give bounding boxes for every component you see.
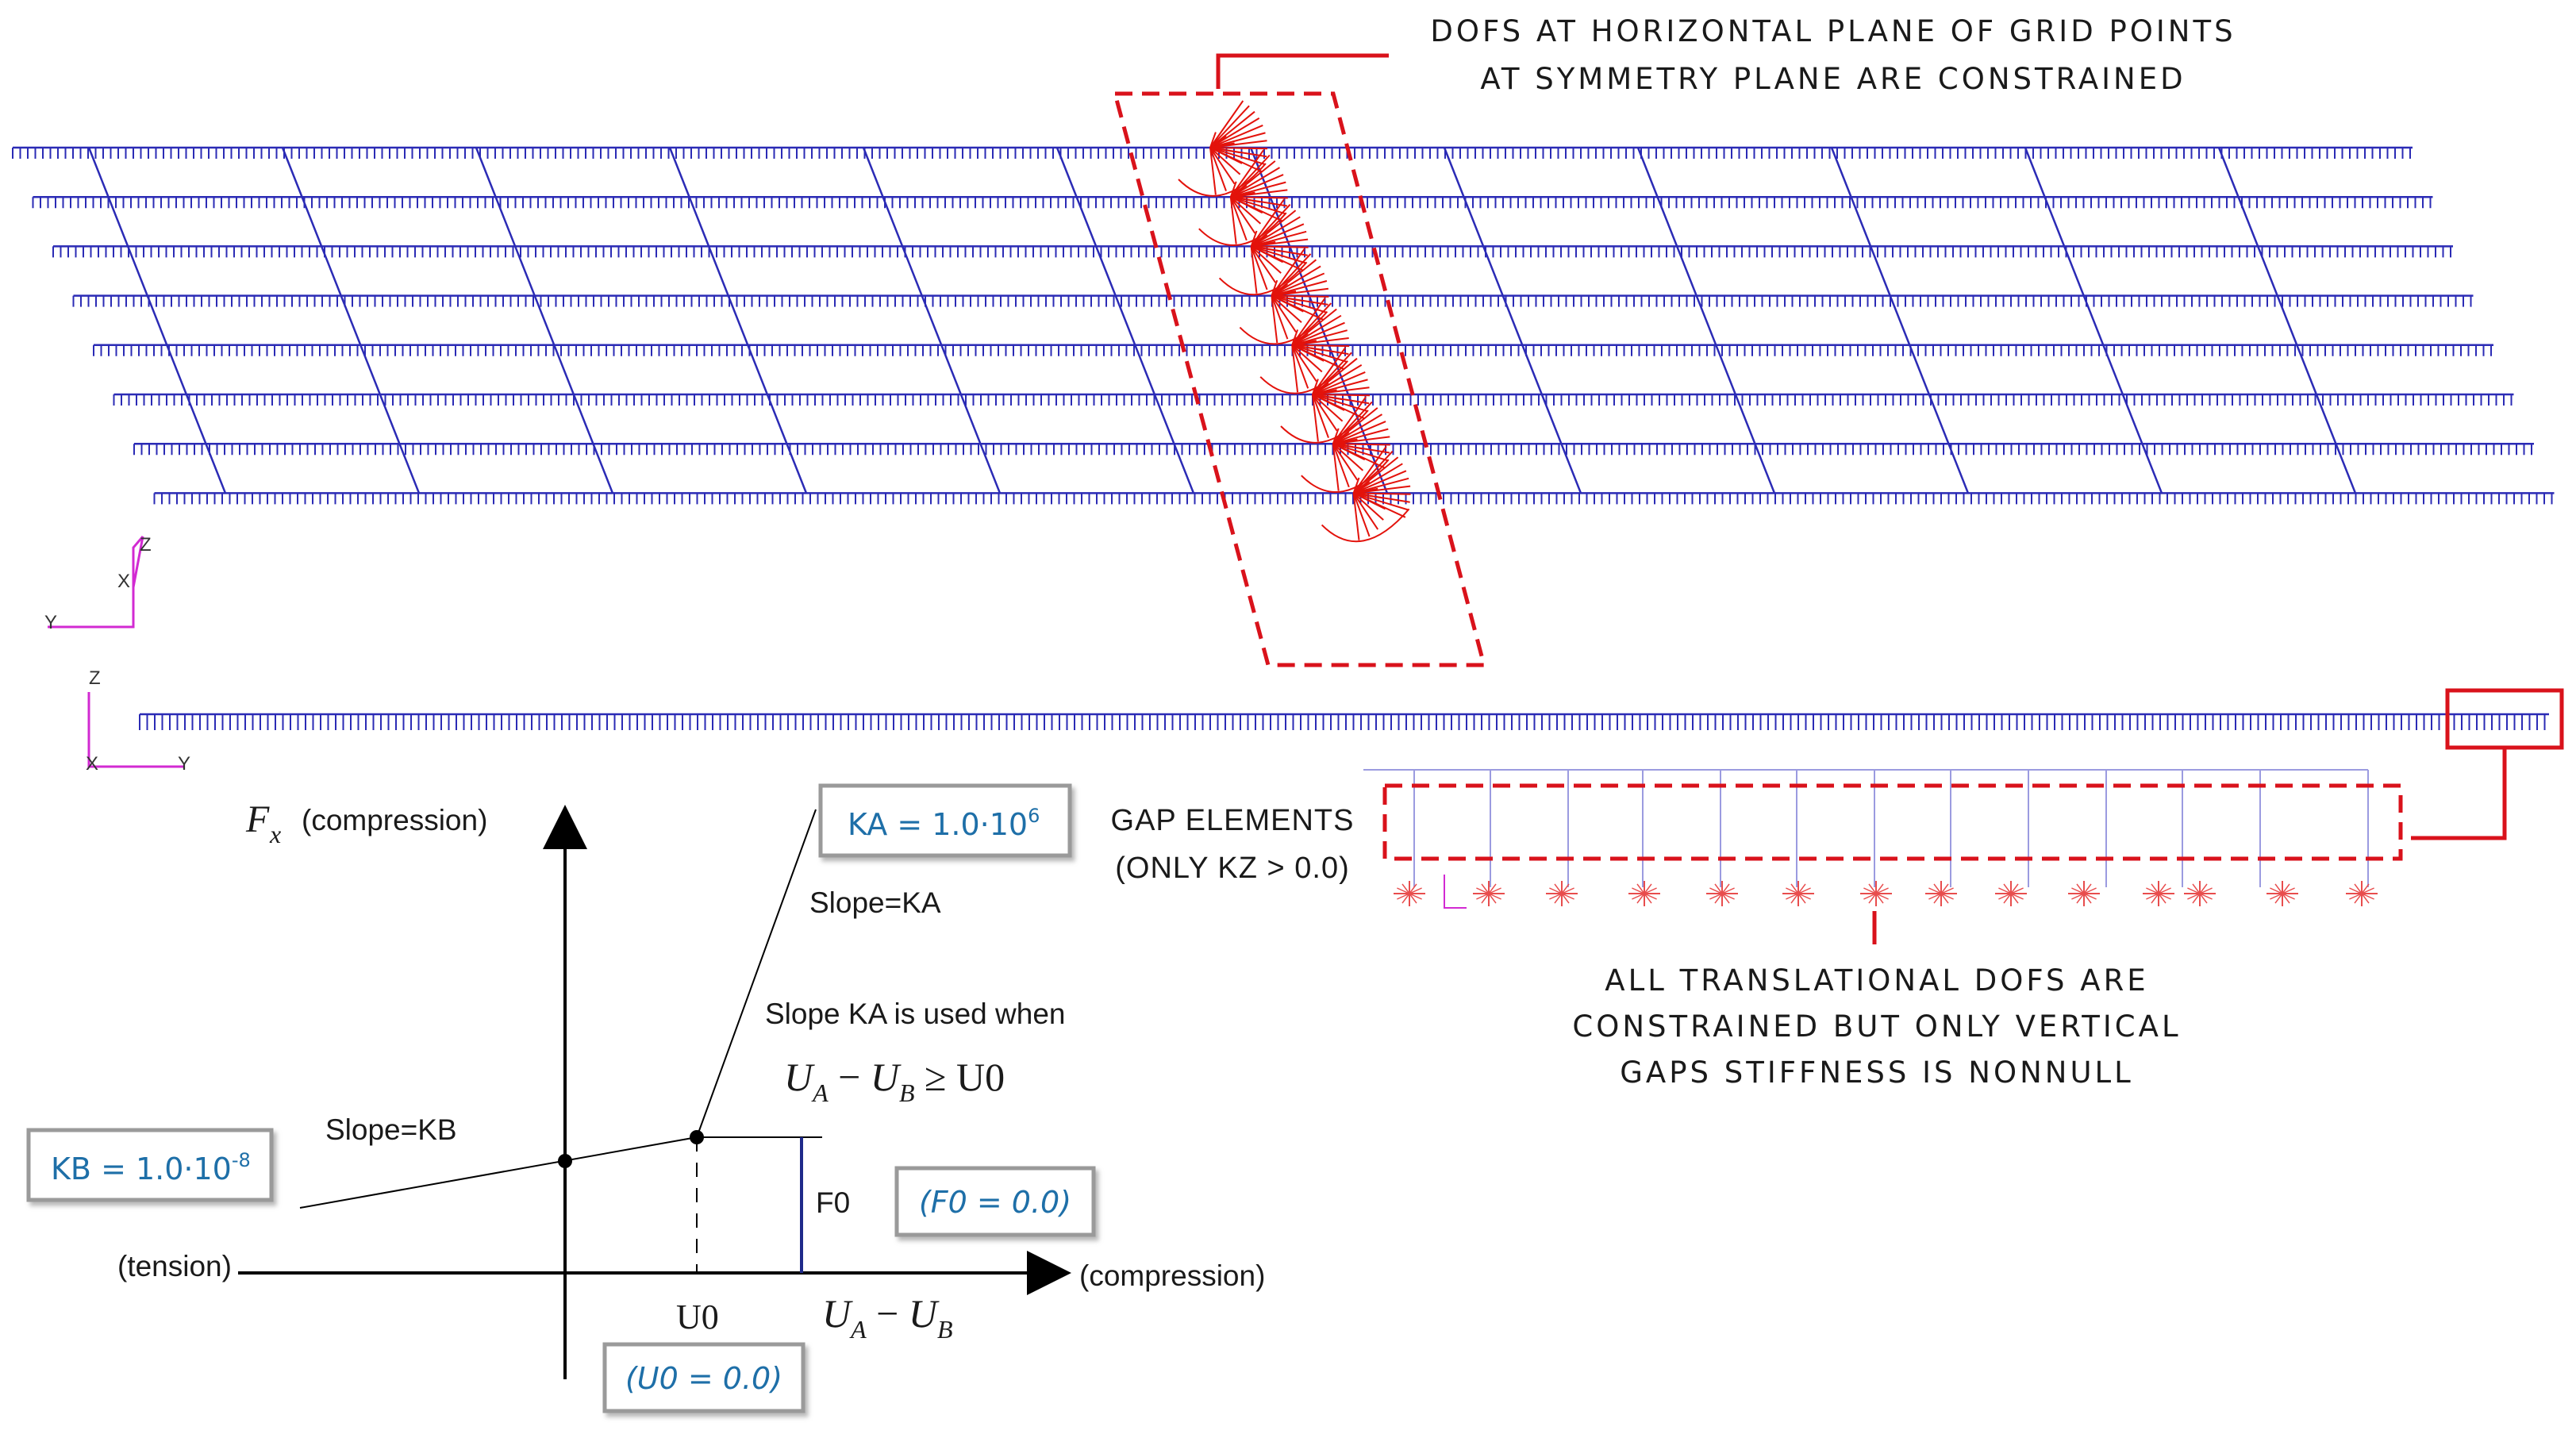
translational-annotation-line1: ALL TRANSLATIONAL DOFS ARE <box>1605 963 2148 998</box>
translational-constraint-symbol <box>2184 881 2216 906</box>
translational-constraint-symbol <box>2266 881 2298 906</box>
gap-annotation-line2: (ONLY KZ > 0.0) <box>1115 852 1350 885</box>
slope-kb-line <box>299 1136 698 1209</box>
symmetry-leader-line <box>1216 53 1389 89</box>
u0-value-box: (U0 = 0.0) <box>602 1342 805 1413</box>
translational-constraint-symbol <box>1860 881 1892 906</box>
translational-constraint-symbol <box>1628 881 1660 906</box>
translational-constraint-symbol <box>1473 881 1505 906</box>
symmetry-constraint-symbols <box>1178 100 1411 543</box>
mesh-diagonal-line <box>475 147 614 494</box>
kb-axis-intercept-point <box>558 1154 572 1168</box>
node-comb <box>93 344 2492 356</box>
mesh-diagonal-line <box>1443 147 1582 494</box>
translational-constraint-symbol <box>1995 881 2027 906</box>
node-comb <box>52 246 2451 258</box>
mesh-diagonal-line <box>281 147 421 494</box>
fx-symbol: F <box>245 798 270 840</box>
translational-constraint-symbol <box>1782 881 1814 906</box>
slope-ka-label: Slope=KA <box>809 886 941 919</box>
gap-highlight-box <box>1382 783 2403 861</box>
translational-constraint-symbol <box>2346 881 2378 906</box>
node-comb <box>113 394 2513 406</box>
slope-ka-line <box>696 809 817 1138</box>
constraint-fan-symbol <box>1239 248 1329 345</box>
fx-subscript: x <box>269 820 281 848</box>
svg-text:(U0 = 0.0): (U0 = 0.0) <box>625 1361 782 1396</box>
symmetry-annotation-line2: AT SYMMETRY PLANE ARE CONSTRAINED <box>1480 62 2186 96</box>
gap-annotation-line1: GAP ELEMENTS <box>1111 804 1355 837</box>
symmetry-annotation-line1: DOFS AT HORIZONTAL PLANE OF GRID POINTS <box>1430 14 2236 48</box>
constraint-fan-symbol <box>1218 198 1309 296</box>
translational-constraint-symbol <box>1925 881 1957 906</box>
axis-label-z-bottom: Z <box>89 667 101 689</box>
constraint-fan-symbol <box>1198 149 1288 246</box>
u0-knee-point <box>690 1130 704 1144</box>
constraint-fan-symbol <box>1178 100 1268 197</box>
kb-value-box: KB = 1.0·10-8 <box>26 1128 274 1202</box>
translational-constraint-symbol <box>1546 881 1578 906</box>
side-view-node-row <box>139 713 2549 730</box>
compression-label: (compression) <box>1079 1259 1265 1292</box>
translational-annotation-line2: CONSTRAINED BUT ONLY VERTICAL <box>1572 1009 2181 1044</box>
constraint-fan-symbol <box>1321 445 1411 543</box>
relative-displacement-label: UA − UB <box>822 1291 953 1344</box>
axis-triad-bottom: Z X Y <box>86 667 190 775</box>
mesh-diagonal-line <box>2024 147 2163 494</box>
translational-constraint-symbol <box>1394 881 1425 906</box>
node-comb <box>32 197 2432 209</box>
constraint-fan-symbol <box>1301 396 1390 493</box>
svg-text:KA = 1.0·106: KA = 1.0·106 <box>848 805 1040 842</box>
mesh-diagonal-line <box>87 147 227 494</box>
u0-label: U0 <box>676 1298 719 1336</box>
gap-elements-detail <box>1363 769 2378 909</box>
side-row-comb <box>139 714 2546 730</box>
node-comb <box>133 444 2532 456</box>
slope-kb-label: Slope=KB <box>325 1113 457 1146</box>
translational-constraint-symbol <box>2068 881 2100 906</box>
mesh-diagonal-line <box>1055 147 1195 494</box>
translational-constraint-symbol <box>2143 881 2174 906</box>
fx-axis-label: (compression) <box>302 804 487 836</box>
axis-triad-top: Y X Z <box>44 534 152 633</box>
axis-label-x: X <box>117 571 130 592</box>
translational-constraint-symbol <box>1706 881 1738 906</box>
slope-ka-condition-note: Slope KA is used when <box>765 998 1065 1030</box>
axis-label-z: Z <box>140 534 152 556</box>
force-displacement-graph: F x (compression) (tension) (compression… <box>117 798 1265 1379</box>
translational-annotation-line3: GAPS STIFFNESS IS NONNULL <box>1620 1055 2134 1090</box>
axis-label-y-bottom: Y <box>178 753 190 775</box>
node-comb <box>72 295 2472 307</box>
gap-detail-triad <box>1444 875 1467 909</box>
side-view-leader-line <box>2411 748 2507 840</box>
f0-label: F0 <box>816 1186 850 1219</box>
constraint-fan-symbol <box>1280 347 1371 444</box>
ka-value-box: KA = 1.0·106 <box>818 783 1072 858</box>
svg-text:(F0 = 0.0): (F0 = 0.0) <box>919 1185 1071 1220</box>
condition-formula: UA − UB ≥ U0 <box>784 1055 1005 1107</box>
axis-label-x-bottom: X <box>86 753 98 775</box>
symmetry-highlight-box <box>1112 91 1487 667</box>
mesh-diagonal-line <box>1830 147 1970 494</box>
mesh-diagonal-line <box>862 147 1002 494</box>
f0-value-box: (F0 = 0.0) <box>894 1166 1096 1237</box>
tension-label: (tension) <box>117 1250 232 1282</box>
node-comb <box>153 493 2553 505</box>
axis-label-y: Y <box>44 612 57 633</box>
mesh-diagonal-line <box>668 147 808 494</box>
svg-text:KB = 1.0·10-8: KB = 1.0·10-8 <box>51 1149 251 1186</box>
